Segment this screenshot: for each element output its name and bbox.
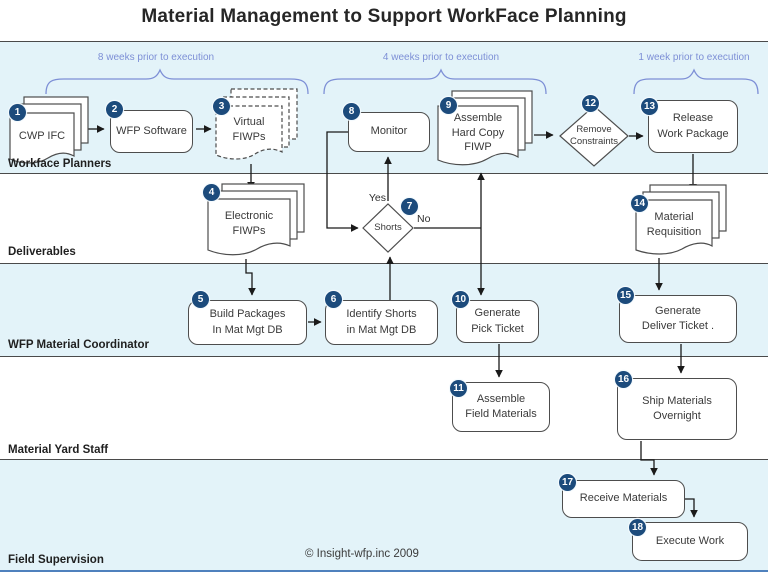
arrow-8-loop-to-7 (326, 131, 359, 232)
step-badge-11: 11 (450, 380, 467, 397)
lane-label-wfp-material-coordinator: WFP Material Coordinator (8, 339, 149, 351)
node-electronic-fiwps: Electronic FIWPs (206, 182, 306, 262)
step-badge-12: 12 (582, 95, 599, 112)
lane-label-deliverables: Deliverables (8, 246, 76, 258)
node-label: Assemble Hard Copy FIWP (451, 111, 505, 154)
step-badge-7: 7 (401, 198, 418, 215)
step-badge-15: 15 (617, 287, 634, 304)
lane-label-workface-planners: Workface Planners (8, 158, 112, 170)
step-badge-10: 10 (452, 291, 469, 308)
lane-label-material-yard-staff: Material Yard Staff (8, 444, 109, 456)
node-ship-materials-overnight: Ship Materials Overnight (617, 378, 737, 440)
step-badge-14: 14 (631, 195, 648, 212)
step-badge-17: 17 (559, 474, 576, 491)
node-receive-materials: Receive Materials (562, 480, 685, 518)
node-label: CWP IFC (18, 129, 66, 142)
node-generate-pick-ticket: Generate Pick Ticket (456, 300, 539, 343)
step-badge-13: 13 (641, 98, 658, 115)
timeline-label-4-weeks: 4 weeks prior to execution (382, 52, 500, 63)
node-assemble-hard-copy-fiwp: Assemble Hard Copy FIWP (436, 89, 534, 173)
node-generate-deliver-ticket: Generate Deliver Ticket . (619, 295, 737, 343)
document-stack-icon (9, 96, 89, 164)
diamond-shorts (362, 203, 414, 253)
step-badge-6: 6 (325, 291, 342, 308)
step-badge-2: 2 (106, 101, 123, 118)
brace-1-week (633, 68, 759, 95)
brace-4-weeks (323, 68, 547, 95)
node-label: Virtual FIWPs (232, 116, 266, 143)
document-stack-icon (635, 184, 727, 255)
copyright-text: © Insight-wfp.inc 2009 (305, 548, 419, 560)
node-remove-constraints-label: Remove Constraints (569, 124, 619, 147)
timeline-brace-group (45, 68, 759, 95)
node-label: Electronic FIWPs (224, 210, 274, 237)
arrow-17-to-18 (685, 498, 698, 518)
node-identify-shorts: Identify Shorts in Mat Mgt DB (325, 300, 438, 345)
document-stack-icon (437, 90, 533, 166)
node-virtual-fiwps: Virtual FIWPs (214, 88, 300, 166)
timeline-label-8-weeks: 8 weeks prior to execution (97, 52, 215, 63)
lane-label-field-supervision: Field Supervision (8, 554, 104, 566)
arrow-16-to-17 (640, 441, 658, 476)
node-build-packages: Build Packages In Mat Mgt DB (188, 300, 307, 345)
node-wfp-software: WFP Software (110, 110, 193, 153)
step-badge-3: 3 (213, 98, 230, 115)
node-shorts-label: Shorts (374, 222, 402, 233)
node-monitor: Monitor (348, 112, 430, 152)
node-release-work-package: Release Work Package (648, 100, 738, 153)
step-badge-1: 1 (9, 104, 26, 121)
step-badge-8: 8 (343, 103, 360, 120)
branch-label-yes: Yes (368, 192, 386, 204)
step-badge-16: 16 (615, 371, 632, 388)
bottom-border-rule (0, 570, 768, 572)
step-badge-5: 5 (192, 291, 209, 308)
document-stack-icon (207, 183, 305, 256)
brace-8-weeks (45, 68, 309, 95)
step-badge-9: 9 (440, 97, 457, 114)
flow-arrow-group (88, 125, 698, 518)
dashed-document-stack-icon (215, 88, 298, 160)
step-badge-4: 4 (203, 184, 220, 201)
timeline-label-1-week: 1 week prior to execution (638, 52, 750, 63)
node-label: Material Requisition (646, 211, 702, 238)
node-material-requisition: Material Requisition (633, 184, 730, 260)
page-title: Material Management to Support WorkFace … (141, 6, 627, 27)
node-execute-work: Execute Work (632, 522, 748, 561)
arrow-4-to-5 (245, 259, 256, 296)
step-badge-18: 18 (629, 519, 646, 536)
diamond-remove-constraints (559, 105, 629, 167)
node-assemble-field-materials: Assemble Field Materials (452, 382, 550, 432)
decision-diamond-group (362, 105, 629, 253)
node-cwp-ifc: CWP IFC (8, 96, 92, 168)
branch-label-no: No (417, 213, 431, 225)
